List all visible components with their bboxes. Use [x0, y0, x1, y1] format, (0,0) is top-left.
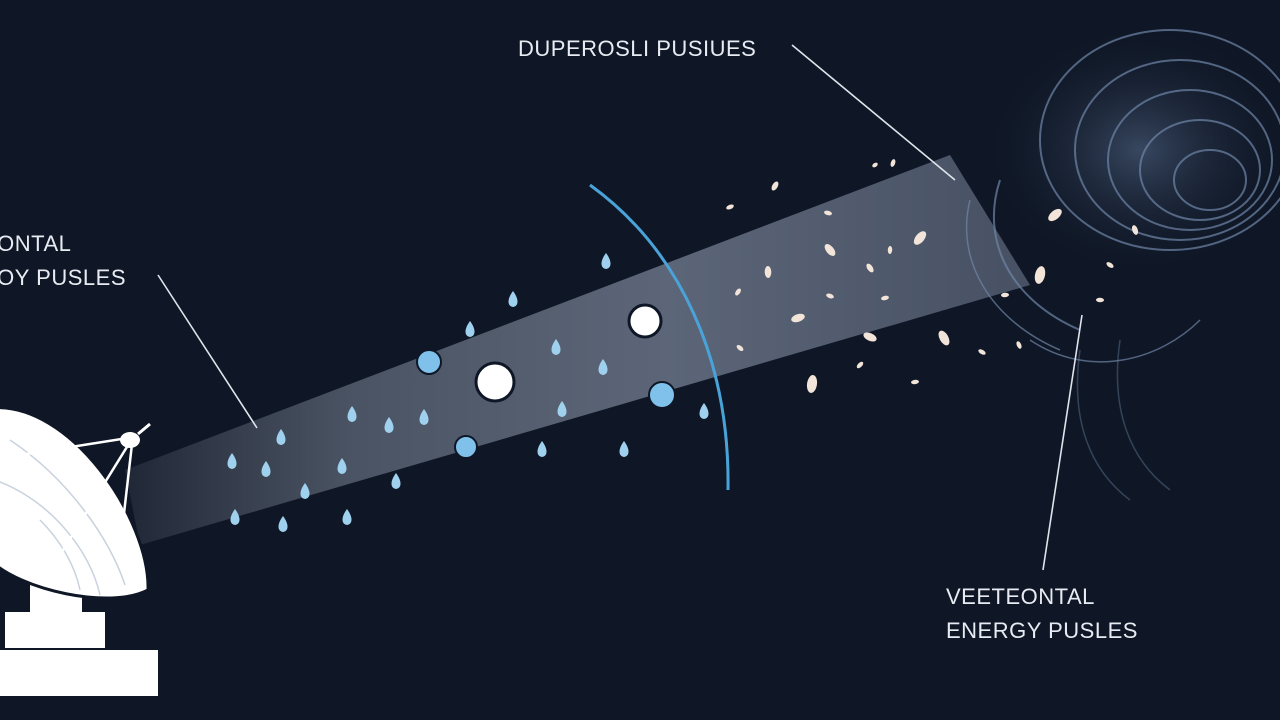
debris-particle	[791, 313, 805, 323]
debris-particle	[1048, 208, 1062, 222]
debris-particle	[938, 330, 950, 346]
label-line: ENERGY PUSLES	[946, 618, 1138, 643]
vortex-swirl	[1029, 319, 1201, 363]
droplet	[619, 441, 629, 457]
droplet	[227, 453, 237, 469]
droplet	[300, 483, 310, 499]
debris-particle	[911, 379, 919, 385]
dish-feed-struts	[19, 436, 134, 556]
label-veeteontal-energy-pusles: VEETEONTAL ENERGY PUSLES	[946, 580, 1138, 648]
droplet	[261, 461, 271, 477]
debris-particle	[887, 246, 893, 254]
debris-particle	[826, 293, 834, 299]
debris-particle	[1001, 292, 1009, 298]
label-line: VEETEONTAL	[946, 584, 1095, 609]
bubble	[474, 361, 516, 403]
dish-reflector	[0, 406, 150, 600]
vortex-swirl	[965, 199, 1061, 351]
debris-particle	[1034, 266, 1046, 284]
satellite-dish	[0, 406, 158, 696]
debris-particle	[863, 332, 877, 342]
debris-particle	[890, 159, 896, 167]
dish-feed-tip	[137, 422, 151, 436]
debris-particle	[866, 263, 874, 273]
dish-pedestal	[5, 612, 105, 648]
droplet	[537, 441, 547, 457]
debris-particle	[978, 349, 986, 355]
droplet	[601, 253, 611, 269]
callout-line-right	[1042, 314, 1083, 571]
debris-particles	[726, 159, 1139, 393]
vortex-ring	[1074, 59, 1280, 241]
debris-particle	[872, 162, 878, 168]
vortex-tail	[1116, 339, 1171, 491]
bubble	[627, 303, 663, 339]
vortex-tail	[1076, 349, 1131, 501]
label-line: EONTAL	[0, 231, 72, 256]
label-line: DUPEROSLI PUSIUES	[518, 36, 757, 61]
bubble	[454, 435, 478, 459]
debris-particle	[735, 288, 741, 296]
bubbles	[416, 303, 676, 459]
callout-line-top	[791, 44, 956, 181]
debris-particle	[1016, 341, 1022, 349]
bubble	[648, 381, 676, 409]
vortex-ring	[1173, 149, 1247, 211]
vortex-ring	[1039, 29, 1280, 251]
dish-ribs	[0, 439, 126, 596]
debris-particle	[736, 344, 744, 352]
debris-particle	[1131, 225, 1139, 235]
droplet	[391, 473, 401, 489]
beam-body	[125, 155, 1030, 545]
callout-line-left	[157, 274, 258, 429]
label-line: EOY PUSLES	[0, 265, 126, 290]
debris-particle	[1106, 262, 1114, 268]
debris-particle	[1096, 297, 1104, 303]
label-duperosli-pusiues: DUPEROSLI PUSIUES	[518, 32, 756, 66]
vortex-swirl	[992, 179, 1081, 331]
droplet	[508, 291, 518, 307]
droplet	[278, 516, 288, 532]
droplet	[699, 403, 709, 419]
dish-feed-horn	[120, 432, 140, 448]
debris-particle	[881, 295, 889, 301]
vortex	[965, 29, 1280, 501]
debris-particle	[806, 375, 818, 393]
droplet	[230, 509, 240, 525]
debris-particle	[824, 244, 836, 256]
bubble	[416, 349, 442, 375]
water-droplets	[227, 253, 709, 532]
debris-particle	[771, 181, 779, 191]
droplet	[419, 409, 429, 425]
vortex-ring	[1107, 89, 1273, 231]
droplet	[342, 509, 352, 525]
debris-particle	[764, 266, 772, 278]
droplet	[276, 429, 286, 445]
debris-particle	[856, 361, 864, 369]
droplet	[551, 339, 561, 355]
energy-beam	[125, 155, 1030, 545]
label-eontal-pusles: EONTAL EOY PUSLES	[0, 227, 126, 295]
droplet	[337, 458, 347, 474]
droplet	[598, 359, 608, 375]
wavefront-arc	[589, 183, 730, 491]
droplet	[384, 417, 394, 433]
debris-particle	[726, 204, 734, 210]
droplet	[557, 401, 567, 417]
vortex-ring	[1139, 119, 1261, 221]
droplet	[465, 321, 475, 337]
dish-base	[0, 650, 158, 696]
debris-particle	[824, 210, 832, 216]
debris-particle	[913, 231, 927, 245]
droplet	[347, 406, 357, 422]
callout-lines	[157, 44, 1083, 571]
